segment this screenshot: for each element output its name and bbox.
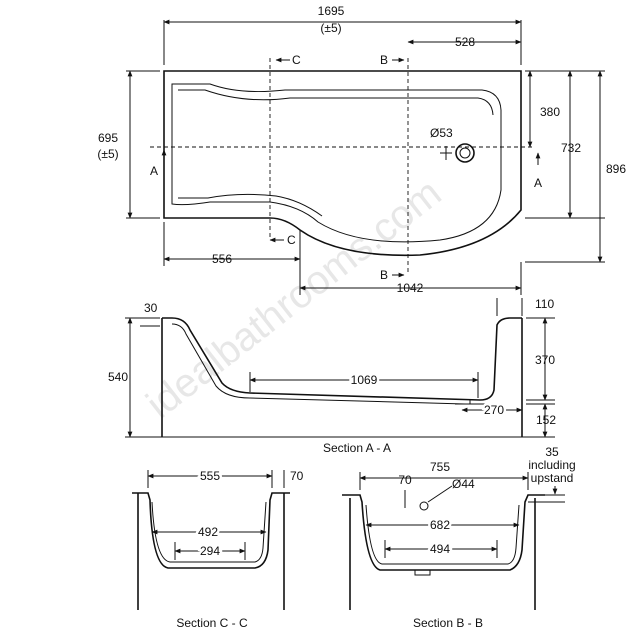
plan-outlet-outer bbox=[455, 143, 475, 163]
section-bb-profile bbox=[342, 494, 545, 571]
dim-aa-depth: 370 bbox=[535, 353, 555, 367]
dim-aa-height: 540 bbox=[108, 370, 128, 384]
dim-aa-base-length: 1069 bbox=[351, 373, 378, 387]
dim-bb-outlet-offset: 70 bbox=[398, 473, 412, 487]
marker-b-top: B bbox=[380, 53, 388, 67]
dim-width-main: 695 bbox=[98, 131, 118, 145]
dim-bb-rim-note-value: 35 bbox=[545, 445, 559, 459]
section-cc-caption: Section C - C bbox=[176, 616, 248, 630]
dim-bb-rim-note-line2: upstand bbox=[531, 471, 574, 485]
plan-outlet-inner bbox=[459, 147, 471, 159]
dim-aa-rim-right: 110 bbox=[535, 297, 554, 311]
dim-depth-total: 896 bbox=[606, 162, 626, 176]
dim-width-main-tol: (±5) bbox=[97, 147, 118, 161]
dim-bb-base-width: 494 bbox=[430, 542, 450, 556]
dim-cc-top-width: 555 bbox=[200, 469, 220, 483]
plan-view: 1695 (±5) 528 C C B B A A 695 (±5) 380 7… bbox=[97, 4, 626, 295]
dim-overall-length: 1695 bbox=[318, 4, 345, 18]
plan-inner-rim bbox=[178, 89, 494, 116]
section-bb-caption: Section B - B bbox=[413, 616, 483, 630]
section-cc-profile bbox=[132, 492, 290, 569]
dim-offset-right: 528 bbox=[455, 35, 475, 49]
marker-c-top: C bbox=[292, 53, 301, 67]
section-bb: 755 35 including upstand 70 Ø44 682 494 … bbox=[342, 445, 576, 630]
section-aa-caption: Section A - A bbox=[323, 441, 391, 455]
dim-width-max: 732 bbox=[561, 141, 581, 155]
dim-outlet-diameter: Ø53 bbox=[430, 126, 453, 140]
watermark-text: idealbathrooms.com bbox=[138, 171, 449, 427]
section-cc: 555 70 492 294 Section C - C bbox=[132, 467, 304, 630]
dim-length-straight: 556 bbox=[212, 252, 232, 266]
dim-outlet-vertical: 380 bbox=[540, 105, 560, 119]
dim-aa-outlet-height: 152 bbox=[536, 413, 556, 427]
dim-bb-outlet-diameter: Ø44 bbox=[452, 477, 475, 491]
marker-b-bottom: B bbox=[380, 268, 388, 282]
marker-a-left: A bbox=[150, 164, 158, 178]
dim-cc-inner-width: 492 bbox=[198, 525, 218, 539]
dim-bb-rim-note-line1: including bbox=[528, 458, 575, 472]
dim-bb-top-width: 755 bbox=[430, 460, 450, 474]
dim-cc-rim: 70 bbox=[290, 469, 304, 483]
section-aa: 30 110 540 370 1069 270 152 Section A - … bbox=[108, 297, 556, 455]
dim-cc-base-width: 294 bbox=[200, 544, 220, 558]
marker-c-bottom: C bbox=[287, 233, 296, 247]
dim-aa-outlet-offset: 270 bbox=[484, 403, 504, 417]
plan-outer-outline bbox=[163, 70, 522, 257]
dim-aa-rim-left: 30 bbox=[144, 301, 158, 315]
dim-bb-inner-width: 682 bbox=[430, 518, 450, 532]
bb-outlet-circle bbox=[419, 501, 429, 511]
marker-a-right: A bbox=[534, 176, 542, 190]
plan-inner-rim-lower bbox=[178, 193, 323, 217]
dim-length-curve: 1042 bbox=[397, 281, 424, 295]
dim-overall-length-tol: (±5) bbox=[320, 21, 341, 35]
section-aa-profile bbox=[162, 317, 522, 401]
